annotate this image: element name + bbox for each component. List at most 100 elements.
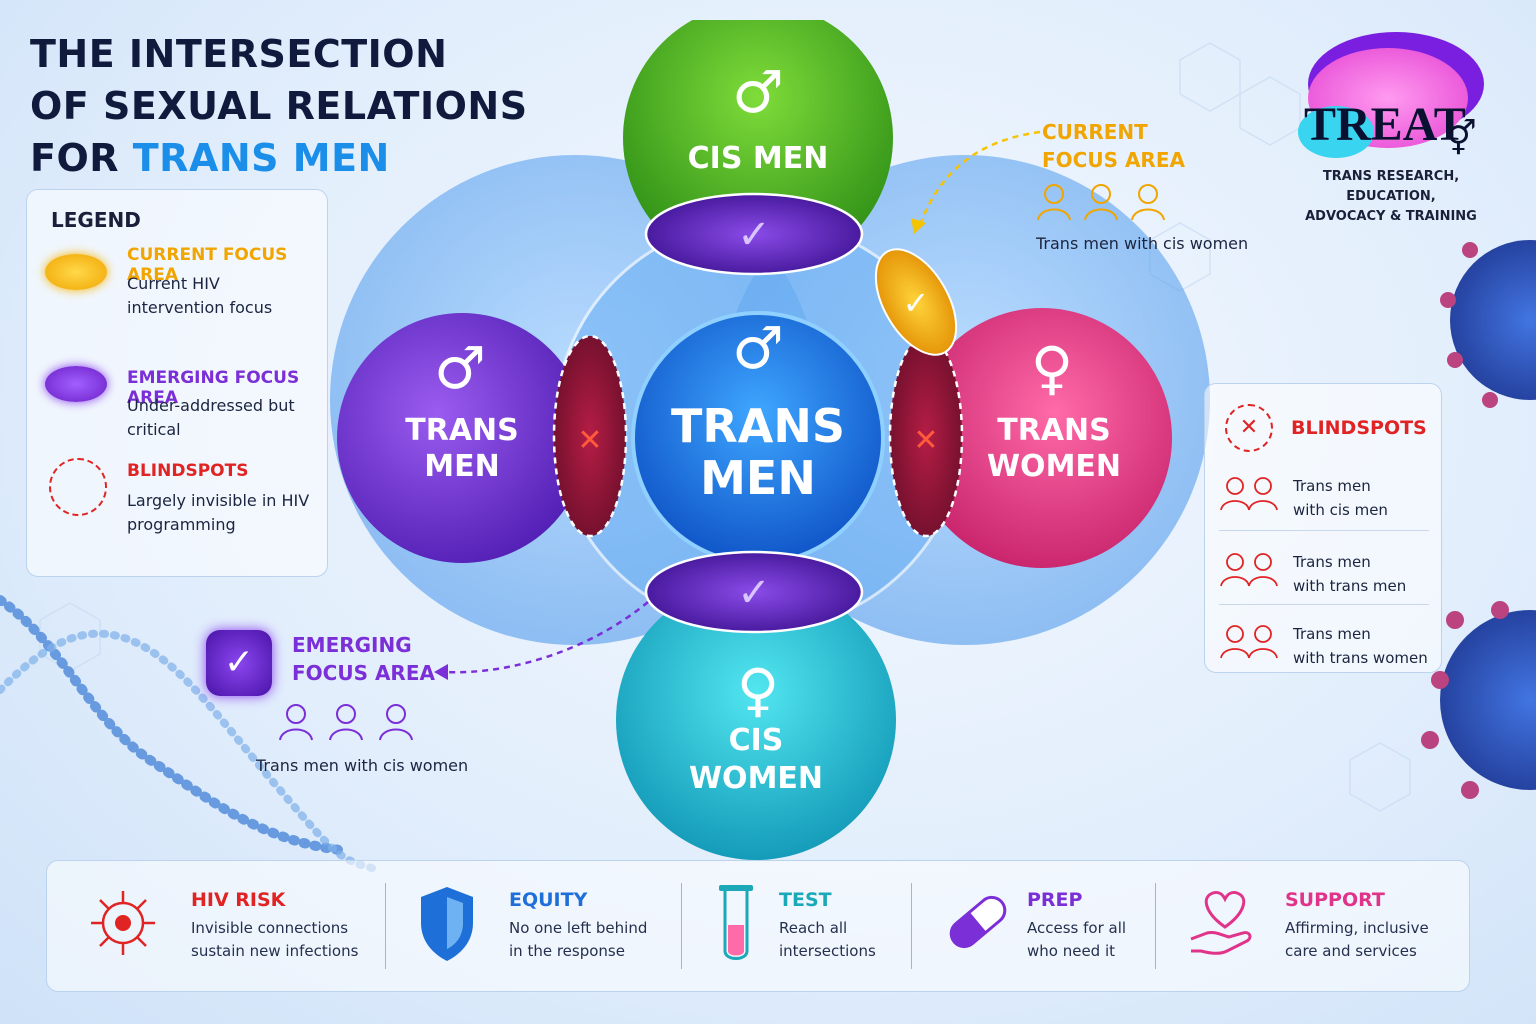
venn-diagram: ✓ ✓ ✓ ✕ ✕ ♂ ♂ ♂ ♀ ♀ CIS MEN TRANS MEN TR… [330,20,1210,860]
blindspot-row-line-1: Trans men [1293,625,1371,643]
current-callout-title-2: FOCUS AREA [1042,148,1185,172]
footer-title: PREP [1027,889,1083,911]
male-symbol-icon: ♂ [732,314,784,382]
trans-men-outer-circle [337,313,587,563]
people-pair-icon [1220,477,1278,511]
emerging-callout-title-1: EMERGING [292,633,412,657]
footer-desc-line-1: Invisible connections [191,919,349,937]
title-line-3: FOR TRANS MEN [30,132,528,184]
emerging-focus-arrow [444,601,649,674]
blindspot-row: Trans men with trans men [1219,540,1429,610]
footer-title: HIV RISK [191,889,286,911]
current-focus-callout: CURRENT FOCUS AREA [1042,118,1185,174]
legend-panel: LEGEND CURRENT FOCUS AREA Current HIV in… [26,189,328,577]
current-people-icons [1037,184,1165,221]
trans-men-label-line-1: TRANS [405,413,519,448]
divider [911,883,912,969]
trans-women-label-line-1: TRANS [997,413,1111,448]
pill-icon [949,895,1007,949]
virus-decoration [1421,240,1536,799]
footer-desc-line-1: Affirming, inclusive [1285,919,1429,937]
current-arrow-head [911,218,926,234]
bottom-emerging-lens [644,550,864,634]
divider [385,883,386,969]
center-label-line-2: MEN [700,451,816,505]
legend-blindspot-title: BLINDSPOTS [127,461,249,481]
footer-desc-line-1: Access for all [1027,919,1127,937]
treat-logo: TREAT ⚥ [1298,32,1484,159]
footer-desc-line-2: in the response [509,942,625,960]
center-label-line-1: TRANS [671,399,845,453]
right-x-icon: ✕ [913,423,938,458]
cis-women-label-line-2: WOMEN [689,761,823,796]
footer-test: TEST Reach all intersections [681,861,911,991]
footer-desc-line-1: Reach all [779,919,848,937]
virus-icon [91,891,155,955]
blindspot-x-icon: ✕ [1225,404,1273,452]
legend-emerging-desc: Under-addressed but critical [127,396,295,439]
trans-men-label-line-2: MEN [424,449,499,484]
current-focus-lens [874,248,958,356]
current-callout-title-1: CURRENT [1042,120,1148,144]
blindspot-row-line-1: Trans men [1293,553,1371,571]
divider [1155,883,1156,969]
divider [1219,530,1429,531]
divider [1219,604,1429,605]
footer-title: EQUITY [509,889,588,911]
logo-name: TREAT [1304,98,1466,151]
logo-sub-line-2: ADVOCACY & TRAINING [1305,209,1477,224]
title-prefix: FOR [30,136,133,180]
dna-helix-decoration [0,595,384,874]
logo-sub-line-1: TRANS RESEARCH, EDUCATION, [1322,169,1460,204]
blindspot-row-line-2: with trans women [1293,649,1428,667]
emerging-callout-sub: Trans men with cis women [256,756,469,775]
cis-women-circle [616,580,896,860]
current-focus-arrow [918,130,1041,226]
footer-title: TEST [779,889,832,911]
title-line-2: OF SEXUAL RELATIONS [30,84,528,128]
left-x-icon: ✕ [577,423,602,458]
trans-women-label-line-2: WOMEN [987,449,1121,484]
footer-desc-line-1: No one left behind [509,919,648,937]
shield-icon [421,887,473,961]
cis-men-label: CIS MEN [688,141,829,176]
current-check-icon: ✓ [903,284,930,322]
test-tube-icon [719,885,753,960]
blindspots-heading: BLINDSPOTS [1291,417,1427,439]
footer-desc-line-2: intersections [779,942,876,960]
trans-women-circle [912,308,1172,568]
people-pair-icon [1220,625,1278,659]
bottom-check-icon: ✓ [737,570,771,616]
footer-title: SUPPORT [1285,889,1385,911]
footer-equity: EQUITY No one left behind in the response [385,861,681,991]
blindspot-row-line-2: with cis men [1293,501,1388,519]
male-symbol-icon: ♂ [434,334,486,402]
current-focus-swatch [45,254,107,290]
footer-desc-line-2: care and services [1285,942,1417,960]
emerging-focus-callout: EMERGING FOCUS AREA [292,631,435,687]
legend-heading: LEGEND [51,208,141,232]
people-pair-icon [1220,553,1278,587]
current-callout-sub: Trans men with cis women [1036,234,1249,253]
legend-current-title: CURRENT FOCUS AREA [127,245,288,285]
divider [681,883,682,969]
footer-support: SUPPORT Affirming, inclusive care and ser… [1155,861,1469,991]
left-blindspot-lens [552,334,628,538]
female-symbol-icon: ♀ [1031,334,1073,402]
male-symbol-icon: ♂ [732,58,784,126]
blindspot-row-line-2: with trans men [1293,577,1407,595]
blindspot-row: Trans men with trans women [1219,612,1429,682]
title-accent: TRANS MEN [132,136,390,180]
female-symbol-icon: ♀ [737,656,779,724]
gender-symbol-icon: ⚥ [1446,118,1477,159]
logo-subtitle: TRANS RESEARCH, EDUCATION, ADVOCACY & TR… [1276,167,1506,227]
emerging-people-icons [279,704,413,741]
check-icon: ✓ [223,642,255,683]
emerging-arrow-head [434,664,448,680]
